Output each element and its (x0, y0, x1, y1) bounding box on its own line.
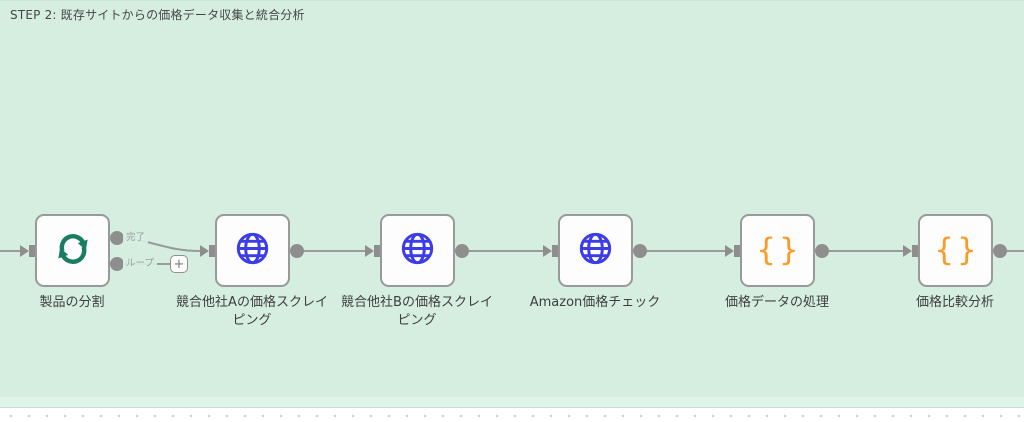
node-label: Amazon価格チェック (529, 295, 661, 310)
node-label: 競合他社Bの価格スクレイ ピング (341, 295, 493, 329)
sticky-note-body (0, 0, 1024, 397)
node-amazon-price-check[interactable] (558, 214, 633, 287)
globe-icon (399, 230, 436, 271)
node-label: 価格比較分析 (915, 295, 994, 310)
code-icon: {} (934, 232, 980, 268)
node-label: 製品の分割 (39, 295, 105, 310)
node-scrape-competitor-b[interactable] (380, 214, 455, 287)
loop-icon (54, 230, 92, 272)
sticky-note-title: STEP 2: 既存サイトからの価格データ収集と統合分析 (10, 8, 305, 22)
node-split-products[interactable] (35, 214, 110, 287)
output-label-done: 完了 (123, 232, 149, 244)
node-process-price-data[interactable]: {} (740, 214, 815, 287)
sticky-note[interactable]: STEP 2: 既存サイトからの価格データ収集と統合分析 (0, 0, 1024, 408)
node-label: 価格データの処理 (724, 295, 829, 310)
sticky-note-bottom-strip (0, 397, 1024, 408)
add-node-button[interactable]: + (170, 255, 188, 273)
code-icon: {} (756, 232, 802, 268)
globe-icon (234, 230, 271, 271)
node-scrape-competitor-a[interactable] (215, 214, 290, 287)
node-price-comparison-analysis[interactable]: {} (918, 214, 993, 287)
node-label: 競合他社Aの価格スクレイ ピング (176, 295, 328, 329)
output-label-loop: ループ (123, 258, 157, 270)
globe-icon (577, 230, 614, 271)
